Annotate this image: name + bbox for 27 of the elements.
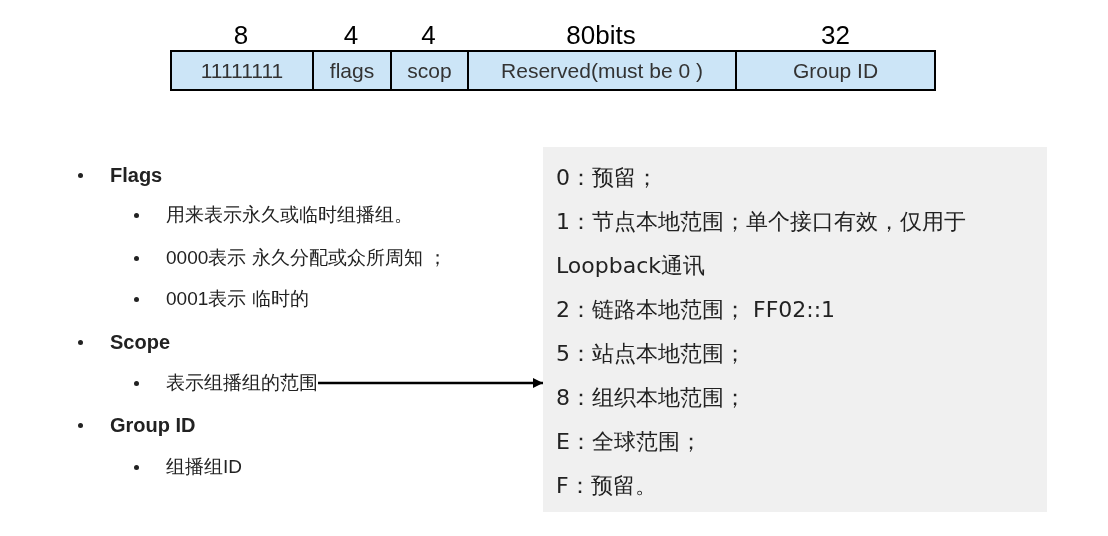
scope-value-text: 2：链路本地范围； FF02::1 bbox=[556, 296, 837, 324]
section-heading: Group ID bbox=[110, 413, 196, 438]
field-cell: 11111111 bbox=[170, 50, 312, 91]
bit-width-label: 4 bbox=[343, 20, 359, 50]
bit-width-label: 32 bbox=[821, 20, 850, 50]
scope-value-text: 8：组织本地范围； bbox=[556, 384, 747, 412]
scope-value-text: 5：站点本地范围； bbox=[556, 340, 747, 368]
field-cell: flags bbox=[312, 50, 390, 91]
bit-width-label: 4 bbox=[421, 20, 436, 50]
scope-value-text: E：全球范围； bbox=[556, 428, 703, 456]
scope-value-text: 0：预留； bbox=[556, 164, 659, 192]
scope-values-panel bbox=[543, 147, 1047, 512]
field-cell: scop bbox=[390, 50, 467, 91]
section-heading: Flags bbox=[110, 163, 163, 188]
scope-value-text: F：预留。 bbox=[556, 472, 658, 500]
arrow bbox=[318, 378, 543, 388]
list-item-text: 用来表示永久或临时组播组。 bbox=[166, 203, 413, 227]
section-heading: Scope bbox=[110, 330, 171, 355]
field-cell: Reserved(must be 0 ) bbox=[467, 50, 735, 91]
list-item-text: 表示组播组的范围 bbox=[166, 370, 318, 396]
bit-width-label: 8 bbox=[233, 20, 249, 50]
list-item-text: 组播组ID bbox=[166, 455, 242, 479]
list-item-text: 0000表示 永久分配或众所周知 ； bbox=[166, 246, 447, 270]
bit-width-label: 80bits bbox=[566, 20, 636, 50]
list-item-text: 0001表示 临时的 bbox=[166, 287, 309, 311]
scope-value-text: 1：节点本地范围；单个接口有效，仅用于Loopback通讯 bbox=[556, 208, 967, 280]
field-cell: Group ID bbox=[735, 50, 936, 91]
